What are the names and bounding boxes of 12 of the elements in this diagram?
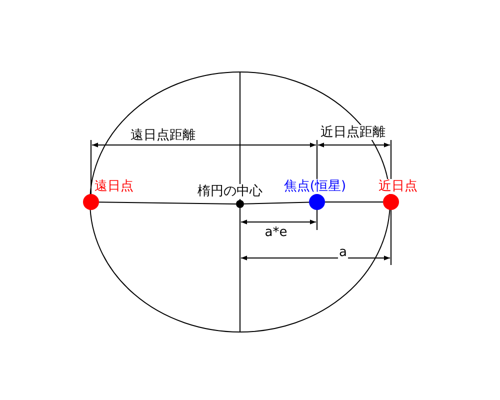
point-label: 近日点 bbox=[378, 179, 418, 194]
dimension-label: 近日点距離 bbox=[320, 125, 386, 140]
point-marker bbox=[236, 200, 244, 208]
axis-line bbox=[98, 202, 236, 204]
point-label: 遠日点 bbox=[94, 179, 134, 194]
dimension-label: 遠日点距離 bbox=[130, 128, 196, 143]
point-marker bbox=[383, 194, 399, 210]
point-marker bbox=[83, 194, 99, 210]
point-label: 焦点(恒星) bbox=[282, 179, 348, 194]
point-label: 楕円の中心 bbox=[196, 184, 264, 199]
axis-line bbox=[244, 202, 310, 204]
point-marker bbox=[309, 194, 325, 210]
